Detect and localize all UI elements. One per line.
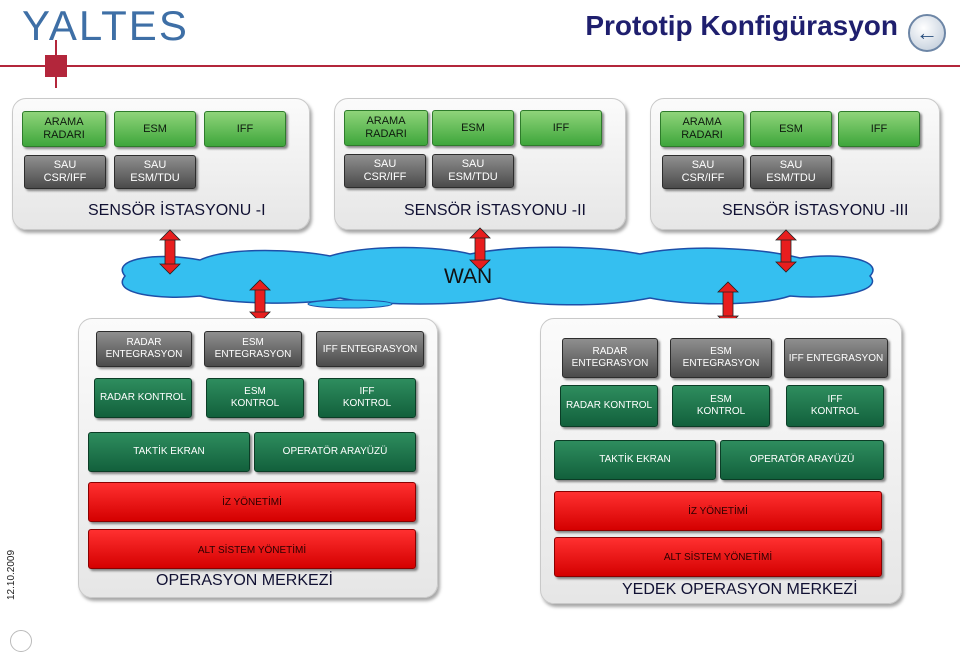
arama-radari-box: ARAMA RADARI — [344, 110, 428, 146]
slide-indicator — [10, 630, 32, 652]
subsystem-management-box: ALT SİSTEM YÖNETİMİ — [88, 529, 416, 569]
esm-integration-box: ESM ENTEGRASYON — [670, 338, 772, 378]
iff-control-box: IFF KONTROL — [786, 385, 884, 427]
header-divider — [0, 65, 960, 67]
track-management-box: İZ YÖNETİMİ — [554, 491, 882, 531]
link-arrow-operations-center — [249, 279, 271, 323]
link-arrow-station-2 — [469, 227, 491, 271]
sau-esm-tdu-box: SAU ESM/TDU — [750, 155, 832, 189]
date-text: 12.10.2009 — [6, 549, 17, 600]
operator-interface-box: OPERATÖR ARAYÜZÜ — [720, 440, 884, 480]
iff-box: IFF — [838, 111, 920, 147]
esm-integration-box: ESM ENTEGRASYON — [204, 331, 302, 367]
tactical-display-box: TAKTİK EKRAN — [88, 432, 250, 472]
link-arrow-station-3 — [775, 229, 797, 273]
iff-box: IFF — [520, 110, 602, 146]
logo-square — [45, 55, 67, 77]
iff-integration-box: IFF ENTEGRASYON — [316, 331, 424, 367]
arama-radari-box: ARAMA RADARI — [660, 111, 744, 147]
wan-cloud — [121, 246, 874, 309]
yaltes-logo: YALTES — [22, 2, 189, 49]
sau-csr-iff-box: SAU CSR/IFF — [344, 154, 426, 188]
esm-control-box: ESM KONTROL — [672, 385, 770, 427]
sau-csr-iff-box: SAU CSR/IFF — [662, 155, 744, 189]
wan-label: WAN — [444, 265, 493, 288]
tactical-display-box: TAKTİK EKRAN — [554, 440, 716, 480]
radar-integration-box: RADAR ENTEGRASYON — [96, 331, 192, 367]
link-arrow-station-1 — [159, 229, 181, 275]
esm-box: ESM — [750, 111, 832, 147]
esm-box: ESM — [432, 110, 514, 146]
back-arrow-icon[interactable]: ← — [908, 14, 946, 52]
sensor-station-label: SENSÖR İSTASYONU -II — [404, 202, 586, 219]
radar-integration-box: RADAR ENTEGRASYON — [562, 338, 658, 378]
operator-interface-box: OPERATÖR ARAYÜZÜ — [254, 432, 416, 472]
track-management-box: İZ YÖNETİMİ — [88, 482, 416, 522]
subsystem-management-box: ALT SİSTEM YÖNETİMİ — [554, 537, 882, 577]
arama-radari-box: ARAMA RADARI — [22, 111, 106, 147]
radar-control-box: RADAR KONTROL — [94, 378, 192, 418]
sau-csr-iff-box: SAU CSR/IFF — [24, 155, 106, 189]
esm-box: ESM — [114, 111, 196, 147]
iff-control-box: IFF KONTROL — [318, 378, 416, 418]
backup-operations-center-label: YEDEK OPERASYON MERKEZİ — [622, 581, 858, 598]
sensor-station-label: SENSÖR İSTASYONU -III — [722, 202, 909, 219]
iff-box: IFF — [204, 111, 286, 147]
sau-esm-tdu-box: SAU ESM/TDU — [432, 154, 514, 188]
sensor-station-label: SENSÖR İSTASYONU -I — [88, 202, 266, 219]
date-label: 12.10.2009 — [2, 540, 22, 600]
sau-esm-tdu-box: SAU ESM/TDU — [114, 155, 196, 189]
iff-integration-box: IFF ENTEGRASYON — [784, 338, 888, 378]
esm-control-box: ESM KONTROL — [206, 378, 304, 418]
page-title: Prototip Konfigürasyon — [585, 10, 898, 41]
radar-control-box: RADAR KONTROL — [560, 385, 658, 427]
operations-center-label: OPERASYON MERKEZİ — [156, 572, 333, 589]
